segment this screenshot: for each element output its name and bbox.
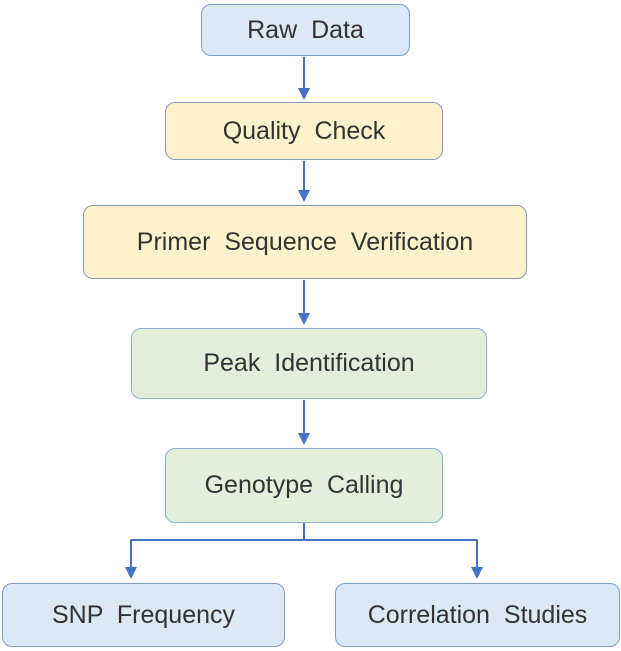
arrow-raw-to-quality	[298, 57, 310, 100]
node-peak-identification: Peak Identification	[131, 328, 487, 399]
arrow-peak-to-genotype	[298, 400, 310, 445]
arrow-genotype-to-snp	[125, 539, 304, 579]
node-snp-frequency: SNP Frequency	[2, 583, 285, 647]
node-peak-identification-label: Peak Identification	[203, 349, 415, 377]
node-snp-frequency-label: SNP Frequency	[51, 600, 235, 629]
node-raw-data: Raw Data	[201, 4, 410, 56]
node-primer-sequence-verification-label: Primer Sequence Verification	[136, 227, 474, 256]
arrow-primer-to-peak	[298, 280, 310, 325]
node-raw-data-label: Raw Data	[247, 15, 364, 44]
node-genotype-calling: Genotype Calling	[165, 448, 443, 523]
node-correlation-studies-label: Correlation Studies	[367, 600, 588, 629]
arrow-quality-to-primer	[298, 161, 310, 202]
node-quality-check: Quality Check	[165, 102, 443, 160]
arrow-genotype-to-correlation	[304, 539, 483, 579]
node-quality-check-label: Quality Check	[222, 116, 386, 145]
node-genotype-calling-label: Genotype Calling	[204, 471, 404, 499]
node-correlation-studies: Correlation Studies	[335, 583, 620, 647]
node-primer-sequence-verification: Primer Sequence Verification	[83, 205, 527, 279]
